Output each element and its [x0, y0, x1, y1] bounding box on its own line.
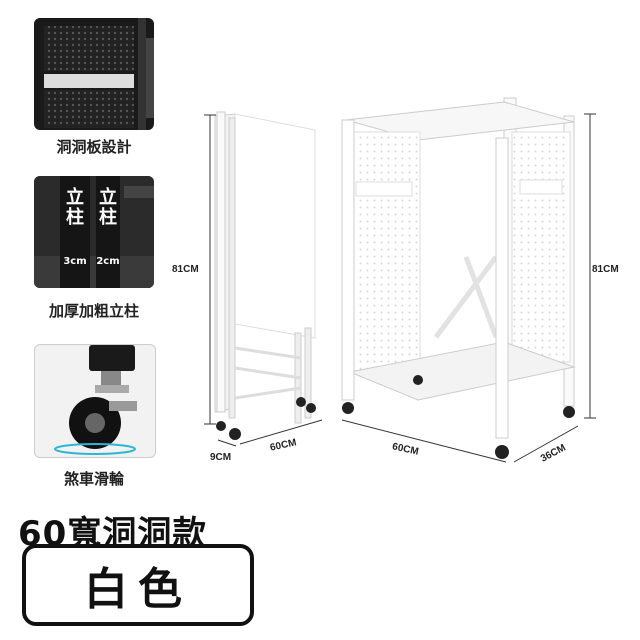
- post-right-size: 2cm: [96, 256, 120, 267]
- post-left-size: 3cm: [63, 256, 87, 267]
- wheel-caption: 煞車滑輪: [63, 470, 124, 488]
- folded-rack-illustration: [214, 111, 316, 440]
- pegboard-image: [44, 18, 154, 130]
- open-rack-illustration: [341, 97, 576, 459]
- color-label: 白色: [84, 564, 192, 615]
- pegboard-caption: 洞洞板設計: [56, 138, 132, 156]
- open-height-label: 81CM: [592, 264, 619, 275]
- posts-image: [34, 176, 154, 288]
- post-right-label: 立柱: [96, 188, 120, 228]
- posts-caption: 加厚加粗立柱: [48, 302, 139, 320]
- wheel-image: [54, 345, 137, 455]
- pegboard-thumbnail: [34, 18, 154, 130]
- post-right-text: 立柱: [99, 187, 117, 228]
- post-left-label: 立柱: [60, 188, 90, 228]
- folded-depth-label: 9CM: [210, 452, 232, 463]
- folded-height-label: 81CM: [172, 264, 199, 275]
- color-badge: 白色: [22, 544, 254, 626]
- posts-thumbnail: 立柱 3cm 立柱 2cm: [34, 176, 154, 288]
- post-left-text: 立柱: [66, 187, 84, 228]
- wheel-thumbnail: [34, 344, 156, 458]
